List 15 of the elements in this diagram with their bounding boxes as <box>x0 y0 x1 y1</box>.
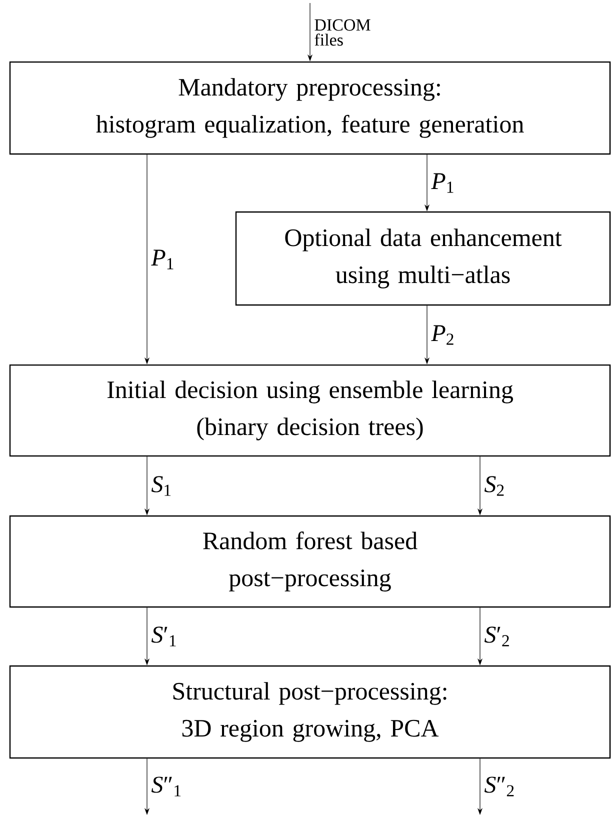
edge-label: DICOM files <box>314 19 370 46</box>
edge-label: P$_{1}$ <box>151 250 174 270</box>
process-box: Random forest based post−processing <box>9 515 611 608</box>
edge-label: S$_{1}$ <box>151 476 171 496</box>
process-box: Optional data enhancement using multi−atlas <box>235 211 611 306</box>
edge-label: S″$_{2}$ <box>484 776 514 796</box>
edge-label: S$_{2}$ <box>484 476 504 496</box>
edge-label: S′$_{1}$ <box>151 626 176 646</box>
edge-label: P$_{2}$ <box>431 325 454 345</box>
edge-label: S″$_{1}$ <box>151 776 181 796</box>
process-box: Structural post−processing: 3D region growing, PCA <box>9 665 611 759</box>
edge-label: P$_{1}$ <box>431 173 454 193</box>
process-box: Initial decision using ensemble learning (binary decision trees) <box>9 364 611 457</box>
process-box: Mandatory preprocessing: histogram equalization, feature generation <box>9 61 611 155</box>
edge-label: S′$_{2}$ <box>484 626 509 646</box>
